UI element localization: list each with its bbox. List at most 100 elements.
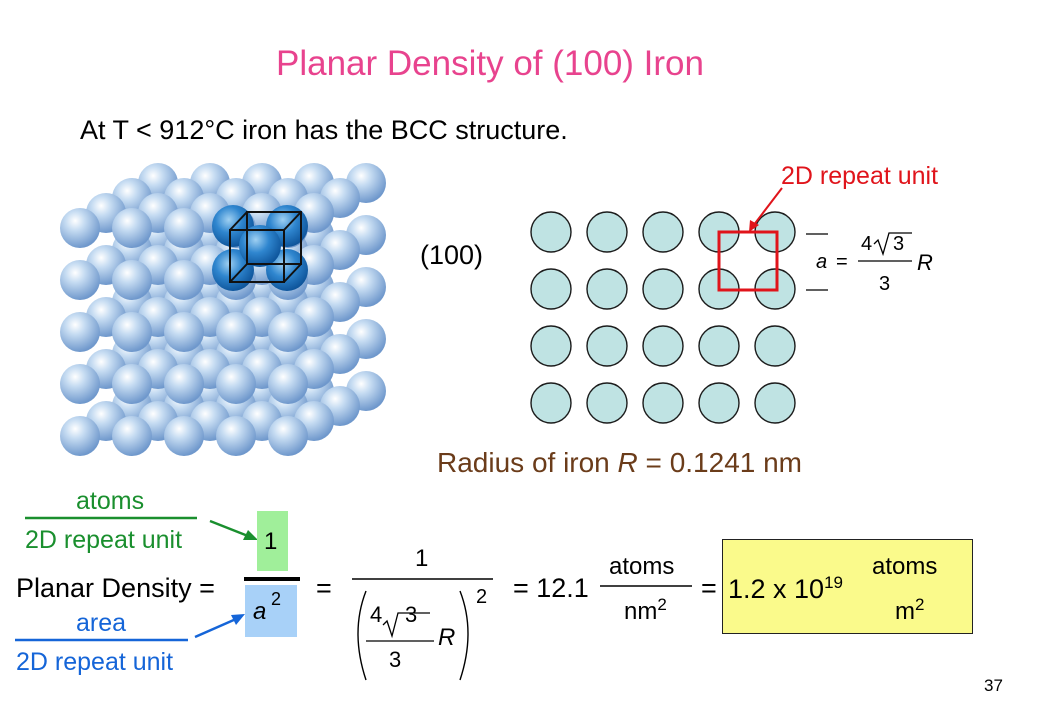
denominator-exp: 2 [271, 589, 282, 609]
callout-arrowhead [749, 220, 759, 232]
equals-12-1: = 12.1 [513, 573, 589, 603]
equals-3: = [701, 573, 717, 603]
crystal-atom [112, 312, 152, 352]
result-value: 1.2 x 1019 [728, 573, 843, 605]
lattice-root: 3 [893, 233, 904, 255]
planar-density-label: Planar Density = [16, 573, 215, 603]
crystal-atom [164, 312, 204, 352]
outer-exponent: 2 [476, 586, 488, 608]
unit-cell-atom [212, 249, 254, 291]
plane-atom [698, 325, 740, 367]
result-exponent: 19 [824, 573, 843, 592]
crystal-atom [60, 312, 100, 352]
result-unit-den-exp: 2 [915, 595, 925, 614]
inner-numerator: 4 [370, 602, 383, 627]
numerator-value: 1 [264, 528, 278, 555]
plane-atom [698, 382, 740, 424]
plane-atom [530, 268, 572, 310]
crystal-atom [268, 364, 308, 404]
radius-prefix: Radius of iron [437, 447, 618, 478]
unit-den-base: nm [624, 598, 658, 625]
crystal-atom [112, 364, 152, 404]
crystal-atom [268, 312, 308, 352]
plane-atom [586, 382, 628, 424]
lattice-a: a [816, 251, 827, 273]
crystal-atom [60, 416, 100, 456]
lattice-equals: = [836, 251, 848, 273]
crystal-atom [216, 416, 256, 456]
label-area: area [76, 609, 127, 637]
crystal-atom [268, 416, 308, 456]
plane-atom [586, 268, 628, 310]
radius-statement: Radius of iron R = 0.1241 nm [437, 447, 802, 479]
green-arrow [209, 519, 249, 538]
denominator-var: a [253, 598, 267, 625]
crystal-atom [60, 260, 100, 300]
label-atoms: atoms [76, 487, 145, 515]
plane-atom [642, 211, 684, 253]
crystal-atom [112, 416, 152, 456]
crystal-atom [164, 208, 204, 248]
slide-number: 37 [984, 676, 1003, 695]
plane-atom [530, 325, 572, 367]
crystal-atom [164, 260, 204, 300]
numerator-highlight: 1 [257, 511, 288, 571]
left-paren [357, 590, 367, 681]
plane-atom [530, 211, 572, 253]
radius-symbol: R [617, 447, 638, 478]
result-unit-den-base: m [895, 598, 915, 625]
unit-den-exp: 2 [657, 595, 667, 614]
plane-atom [642, 268, 684, 310]
equals-1: = [316, 573, 332, 603]
inner-sqrt-sign [382, 612, 430, 639]
result-mantissa: 1.2 x 10 [728, 574, 825, 604]
unit-cell-edge [229, 263, 248, 283]
callout-arrow [752, 187, 783, 227]
unit-cell-edge [283, 211, 302, 231]
plane-atom [642, 382, 684, 424]
plane-atom [642, 325, 684, 367]
crystal-atom [164, 416, 204, 456]
slide-title: Planar Density of (100) Iron [276, 44, 704, 83]
blue-arrow [194, 617, 237, 639]
crystal-atom [216, 312, 256, 352]
inner-root: 3 [405, 602, 418, 627]
plane-atom [586, 211, 628, 253]
unit-cell-edge [283, 263, 302, 283]
plane-atom [530, 382, 572, 424]
label-2d-repeat-unit-bottom: 2D repeat unit [16, 648, 174, 676]
crystal-atom [60, 208, 100, 248]
plane-atom-grid [530, 211, 796, 424]
fraction-numerator: 1 [415, 545, 429, 572]
plane-label: (100) [420, 240, 484, 270]
unit-cell-atom [239, 225, 281, 267]
unit-cell-edge [229, 211, 248, 231]
right-paren [459, 590, 469, 681]
repeat-unit-square [717, 230, 779, 292]
result-unit-numerator: atoms [872, 553, 938, 580]
unit-numerator: atoms [609, 553, 675, 580]
unit-denominator: nm2 [624, 595, 667, 626]
lattice-sqrt-sign [873, 232, 912, 257]
slide-subtitle: At T < 912°C iron has the BCC structure. [80, 115, 568, 145]
lattice-den: 3 [879, 273, 890, 295]
result-box [722, 539, 973, 634]
bcc-crystal-illustration [60, 163, 386, 456]
label-2d-repeat-unit-top: 2D repeat unit [25, 526, 183, 554]
lattice-num: 4 [861, 233, 872, 255]
plane-atom [586, 325, 628, 367]
plane-atom [754, 382, 796, 424]
plane-atom [754, 325, 796, 367]
crystal-atom [112, 208, 152, 248]
crystal-atom [60, 364, 100, 404]
inner-denominator: 3 [389, 647, 402, 672]
lattice-R: R [917, 250, 933, 275]
crystal-atom [216, 364, 256, 404]
inner-R: R [438, 624, 456, 651]
radius-suffix: = 0.1241 nm [637, 447, 803, 478]
crystal-atom [164, 364, 204, 404]
blue-arrowhead [231, 614, 245, 625]
repeat-unit-callout: 2D repeat unit [781, 162, 939, 190]
